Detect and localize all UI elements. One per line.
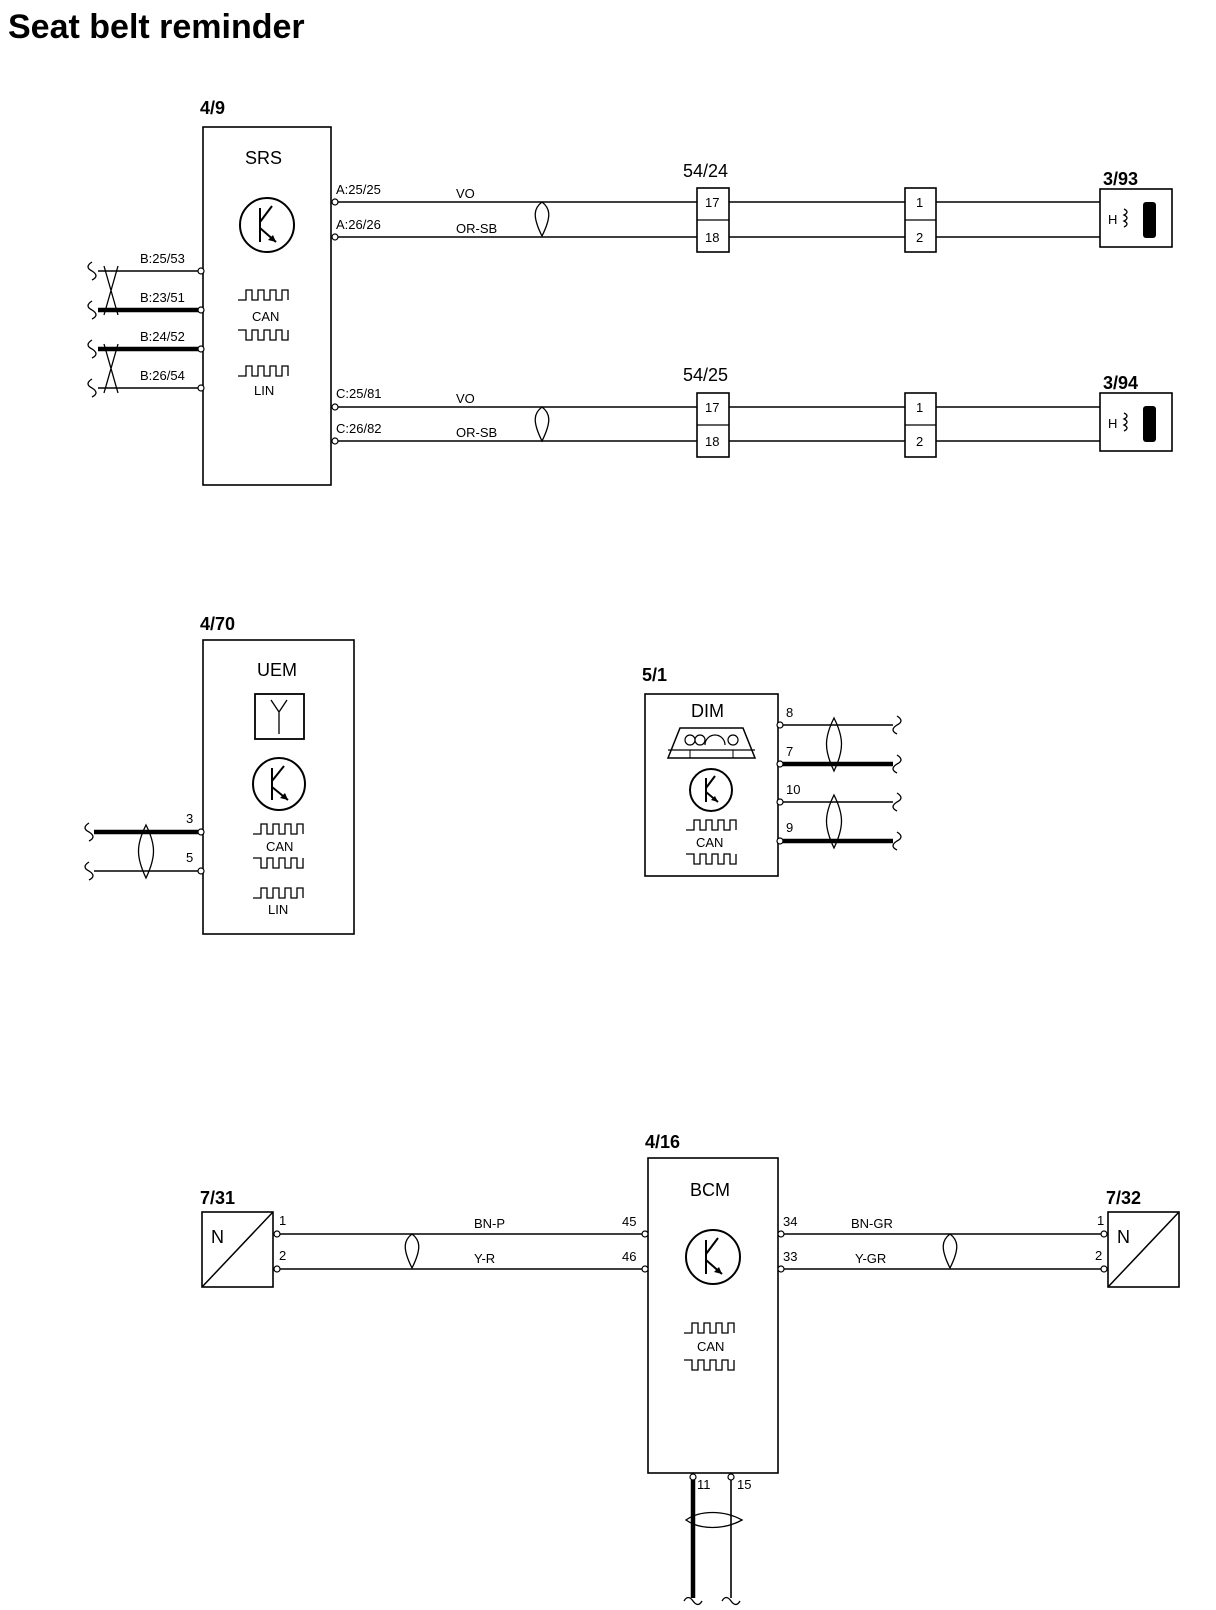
uem-pin-3: 3 xyxy=(186,811,193,826)
inline-pin-1: 1 xyxy=(916,400,923,415)
srs-pin-b2452: B:24/52 xyxy=(140,329,185,344)
connector-pin-18: 18 xyxy=(705,434,719,449)
lin-bus-icon: LIN xyxy=(252,887,304,917)
bcm-pin-45: 45 xyxy=(622,1214,636,1229)
srs-pin-b2654: B:26/54 xyxy=(140,368,185,383)
seatbelt-switch-box xyxy=(1099,392,1173,452)
bcm-pin-11: 11 xyxy=(697,1477,711,1492)
sensor-right-pin-2: 2 xyxy=(1095,1248,1102,1263)
can-bus-icon: CAN xyxy=(237,289,289,341)
twisted-pair-icon xyxy=(404,1233,420,1269)
dim-module: 5/1 DIM CAN 8 7 10 9 xyxy=(642,665,902,877)
dim-can-label: CAN xyxy=(696,835,723,850)
seatbelt-switch-box xyxy=(1099,188,1173,248)
seat-sensor-left: 7/31 N 1 2 BN-P Y-R xyxy=(200,1188,649,1288)
uem-lin-label: LIN xyxy=(268,902,288,917)
circuit-front-2: VO OR-SB 54/25 17 18 1 2 3/94 H xyxy=(331,365,1173,458)
dim-pin-7: 7 xyxy=(786,744,793,759)
wire-label-y-r: Y-R xyxy=(474,1251,495,1266)
uem-can-label: CAN xyxy=(266,839,293,854)
dim-pin-9: 9 xyxy=(786,820,793,835)
lin-bus-icon: LIN xyxy=(237,365,289,398)
sensor-right-ref: 7/32 xyxy=(1106,1188,1141,1208)
uem-name: UEM xyxy=(257,660,297,680)
bcm-pin-15: 15 xyxy=(737,1477,751,1492)
uem-ref: 4/70 xyxy=(200,614,235,634)
twisted-pair-icon xyxy=(534,201,550,237)
circuit-front-1: VO OR-SB 54/24 17 18 1 2 3/93 H xyxy=(331,161,1173,253)
page-title: Seat belt reminder xyxy=(8,8,305,46)
hall-sensor-label: H xyxy=(1108,416,1117,431)
srs-box xyxy=(202,126,332,486)
srs-pin-c2682: C:26/82 xyxy=(336,421,382,436)
wire-label-or-sb: OR-SB xyxy=(456,221,497,236)
connector-pin-17: 17 xyxy=(705,195,719,210)
dim-name: DIM xyxy=(691,701,724,721)
transistor-icon xyxy=(252,757,306,811)
connector-pin-17: 17 xyxy=(705,400,719,415)
srs-pin-a2626: A:26/26 xyxy=(336,217,381,232)
srs-module: 4/9 SRS CAN LIN A:25/25 A:26/26 C:25/81 … xyxy=(87,98,382,486)
can-bus-icon: CAN xyxy=(685,819,737,865)
magnet-icon xyxy=(1143,406,1156,442)
wire-label-bn-p: BN-P xyxy=(474,1216,505,1231)
inline-pin-2: 2 xyxy=(916,230,923,245)
bcm-module: 4/16 BCM CAN 45 46 34 33 11 15 xyxy=(622,1132,797,1606)
sensor-right-label: N xyxy=(1117,1227,1130,1247)
sensor-left-ref: 7/31 xyxy=(200,1188,235,1208)
sensor-left-pin-1: 1 xyxy=(279,1213,286,1228)
bcm-box xyxy=(647,1157,779,1474)
bcm-pin-33: 33 xyxy=(783,1249,797,1264)
connector-ref: 54/24 xyxy=(683,161,728,181)
srs-pin-b2351: B:23/51 xyxy=(140,290,185,305)
srs-name: SRS xyxy=(245,148,282,168)
twisted-pair-icon xyxy=(534,406,550,442)
wire-label-vo: VO xyxy=(456,391,475,406)
bcm-pin-34: 34 xyxy=(783,1214,797,1229)
wire-label-bn-gr: BN-GR xyxy=(851,1216,893,1231)
bcm-can-label: CAN xyxy=(697,1339,724,1354)
uem-pin-5: 5 xyxy=(186,850,193,865)
transistor-icon xyxy=(685,1229,741,1285)
bcm-pin-46: 46 xyxy=(622,1249,636,1264)
seat-sensor-right: 7/32 N 1 2 BN-GR Y-GR xyxy=(777,1188,1180,1288)
srs-pin-a2525: A:25/25 xyxy=(336,182,381,197)
connector-ref: 54/25 xyxy=(683,365,728,385)
twisted-pair-icon xyxy=(942,1233,958,1269)
inline-pin-1: 1 xyxy=(916,195,923,210)
srs-lin-label: LIN xyxy=(254,383,274,398)
connector-pin-18: 18 xyxy=(705,230,719,245)
transistor-icon xyxy=(239,197,295,253)
srs-pin-b2553: B:25/53 xyxy=(140,251,185,266)
transistor-icon xyxy=(689,768,733,812)
sensor-left-label: N xyxy=(211,1227,224,1247)
srs-left-wires xyxy=(87,261,205,398)
wire-label-or-sb: OR-SB xyxy=(456,425,497,440)
srs-can-label: CAN xyxy=(252,309,279,324)
seatbelt-switch-ref: 3/93 xyxy=(1103,169,1138,189)
sensor-left-pin-2: 2 xyxy=(279,1248,286,1263)
wire-label-y-gr: Y-GR xyxy=(855,1251,886,1266)
can-bus-icon: CAN xyxy=(252,823,304,869)
can-bus-icon: CAN xyxy=(683,1322,735,1371)
srs-ref: 4/9 xyxy=(200,98,225,118)
dim-pin-8: 8 xyxy=(786,705,793,720)
antenna-icon xyxy=(254,693,305,740)
srs-pin-c2581: C:25/81 xyxy=(336,386,382,401)
bcm-ref: 4/16 xyxy=(645,1132,680,1152)
uem-module: 4/70 UEM CAN LIN 3 5 xyxy=(84,614,355,935)
hall-sensor-label: H xyxy=(1108,212,1117,227)
bcm-name: BCM xyxy=(690,1180,730,1200)
instrument-cluster-icon xyxy=(666,727,757,759)
wire-label-vo: VO xyxy=(456,186,475,201)
seatbelt-switch-ref: 3/94 xyxy=(1103,373,1138,393)
dim-pin-10: 10 xyxy=(786,782,800,797)
dim-ref: 5/1 xyxy=(642,665,667,685)
magnet-icon xyxy=(1143,202,1156,238)
sensor-right-pin-1: 1 xyxy=(1097,1213,1104,1228)
inline-pin-2: 2 xyxy=(916,434,923,449)
